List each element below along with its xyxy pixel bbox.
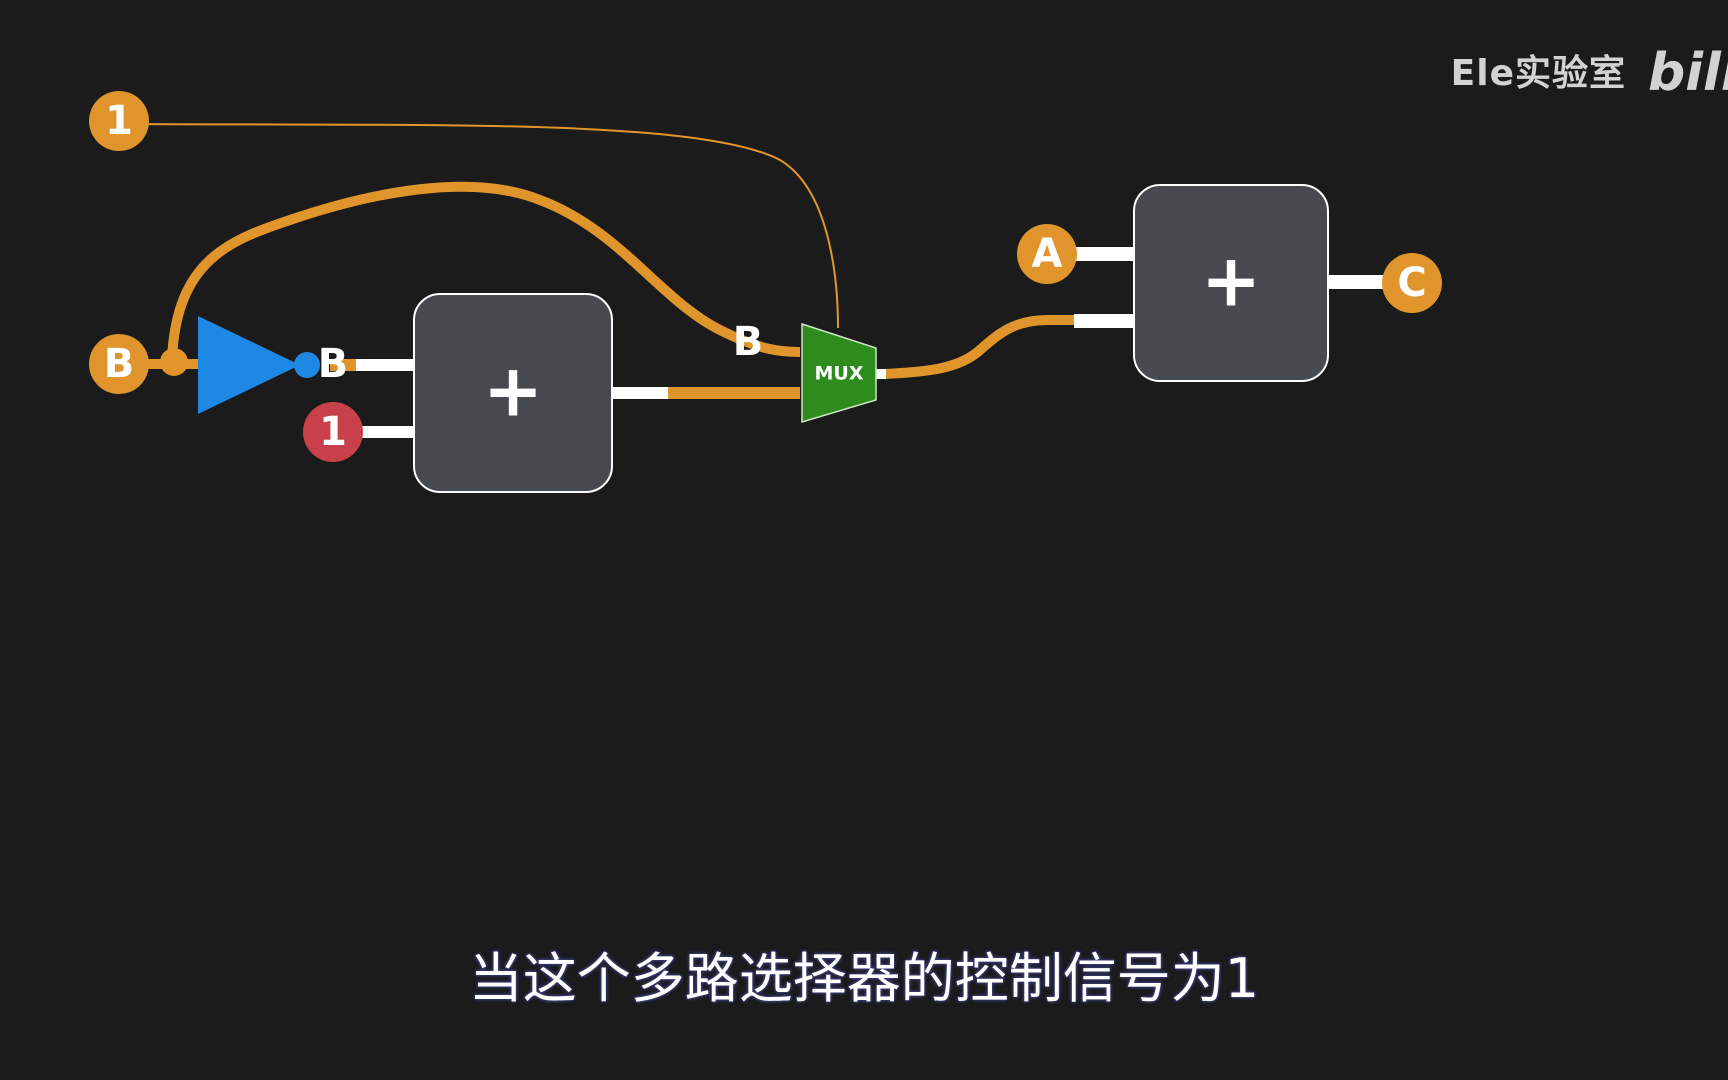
bilibili-logo-text: bili <box>1648 43 1728 103</box>
mux-out-wire <box>883 315 1074 379</box>
b-inverted-label: B <box>318 341 349 387</box>
adder-right-block <box>1133 184 1329 382</box>
bilibili-logo: bili <box>1648 43 1728 103</box>
one-red-label: 1 <box>319 409 347 455</box>
a-input-node <box>1017 224 1077 284</box>
mux-label: MUX <box>815 363 864 385</box>
select-wire <box>135 123 839 329</box>
c-output-node <box>1382 253 1442 313</box>
one-red-node <box>303 402 363 462</box>
adder-left-block <box>413 293 613 493</box>
adder-right-symbol: + <box>1201 239 1261 323</box>
one-top-node <box>89 91 149 151</box>
subtitle-caption: 当这个多路选择器的控制信号为1 <box>468 947 1260 1010</box>
a-input-label: A <box>1032 231 1063 277</box>
junction-dot <box>160 348 188 376</box>
one-top-label: 1 <box>105 98 133 144</box>
adder-left-symbol: + <box>483 349 543 433</box>
watermark: Ele实验室 bili <box>1451 34 1728 106</box>
watermark-text: Ele实验室 <box>1450 53 1626 94</box>
b-input-label: B <box>104 341 135 387</box>
mux-block <box>801 322 877 424</box>
inverter-bubble <box>294 352 320 378</box>
inverter-triangle <box>198 316 300 414</box>
b-input-node <box>89 334 149 394</box>
c-output-label: C <box>1397 260 1426 306</box>
b-bypass-wire <box>167 181 801 361</box>
b-mux-label: B <box>733 319 764 365</box>
